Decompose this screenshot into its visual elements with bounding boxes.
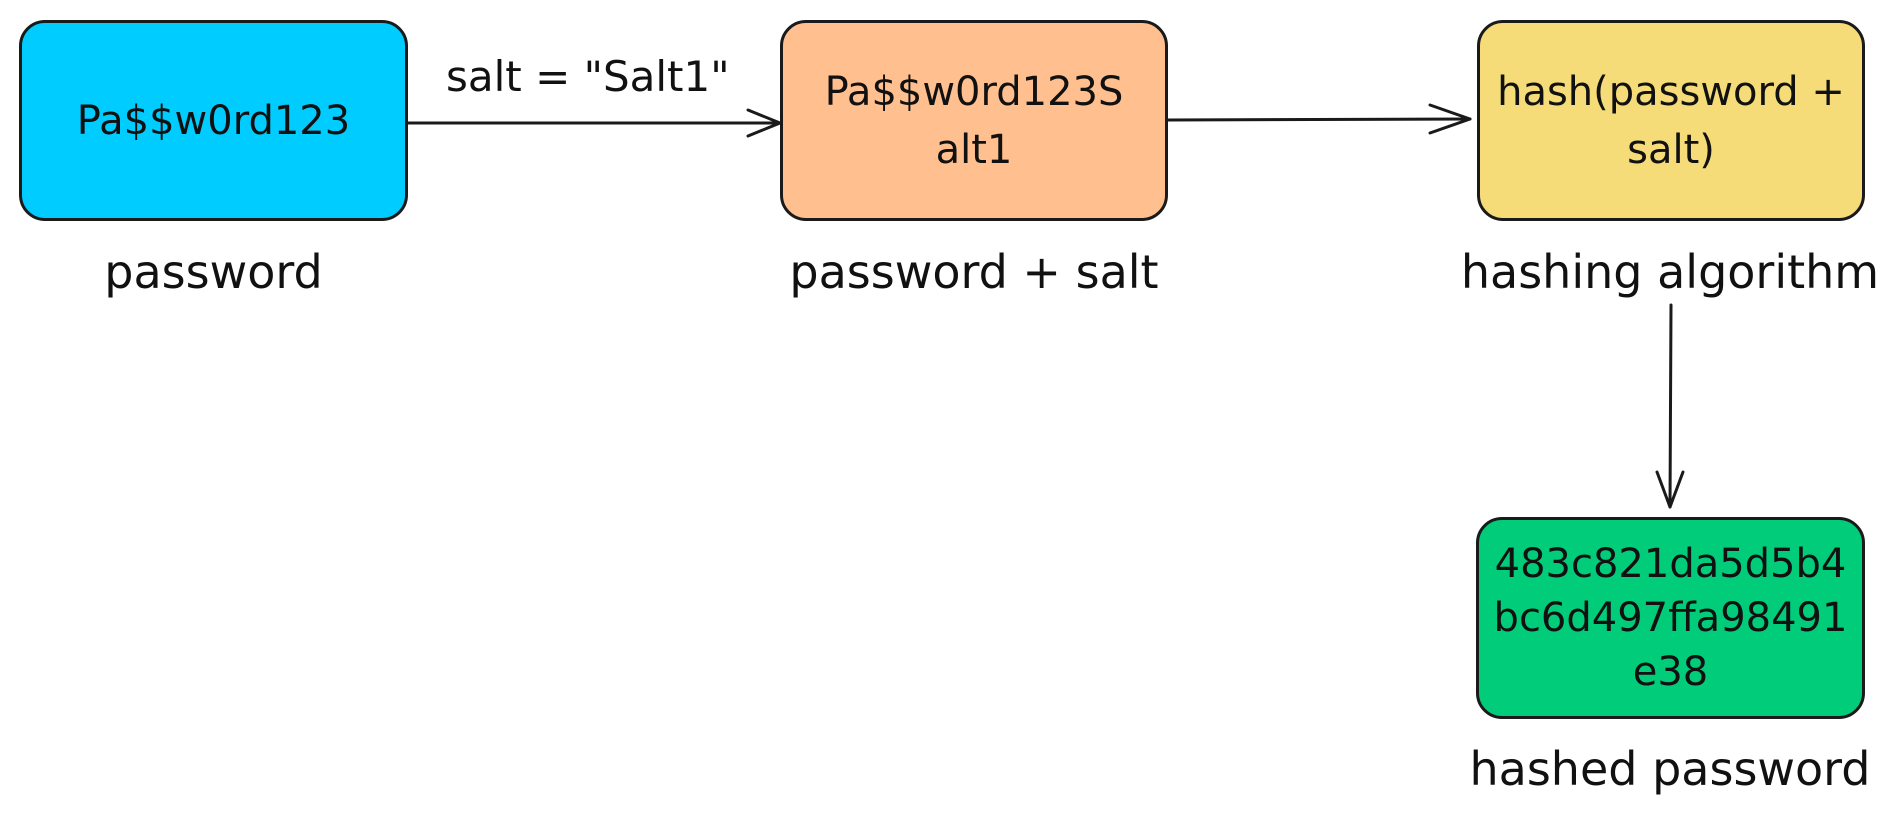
hashed-password-node: 483c821da5d5b4 bc6d497ffa98491 e38 <box>1476 517 1865 719</box>
salted-password-node-text: Pa$$w0rd123S alt1 <box>824 68 1124 173</box>
arrow-password-to-salted <box>406 108 782 138</box>
password-caption: password <box>104 245 323 299</box>
salted-password-node: Pa$$w0rd123S alt1 <box>780 20 1168 221</box>
password-node-text: Pa$$w0rd123 <box>76 97 351 144</box>
arrow-salted-to-hash <box>1166 103 1472 135</box>
hashing-algorithm-caption: hashing algorithm <box>1460 245 1880 299</box>
hashed-password-node-text: 483c821da5d5b4 bc6d497ffa98491 e38 <box>1493 541 1848 695</box>
arrow-hash-to-hashed <box>1655 303 1685 509</box>
salted-password-caption: password + salt <box>789 245 1159 299</box>
password-node: Pa$$w0rd123 <box>19 20 408 221</box>
salt-edge-label: salt = "Salt1" <box>446 52 730 101</box>
hashing-algorithm-node: hash(password + salt) <box>1477 20 1865 221</box>
hashing-algorithm-node-text: hash(password + salt) <box>1497 68 1845 173</box>
hashed-password-caption: hashed password <box>1469 742 1871 796</box>
